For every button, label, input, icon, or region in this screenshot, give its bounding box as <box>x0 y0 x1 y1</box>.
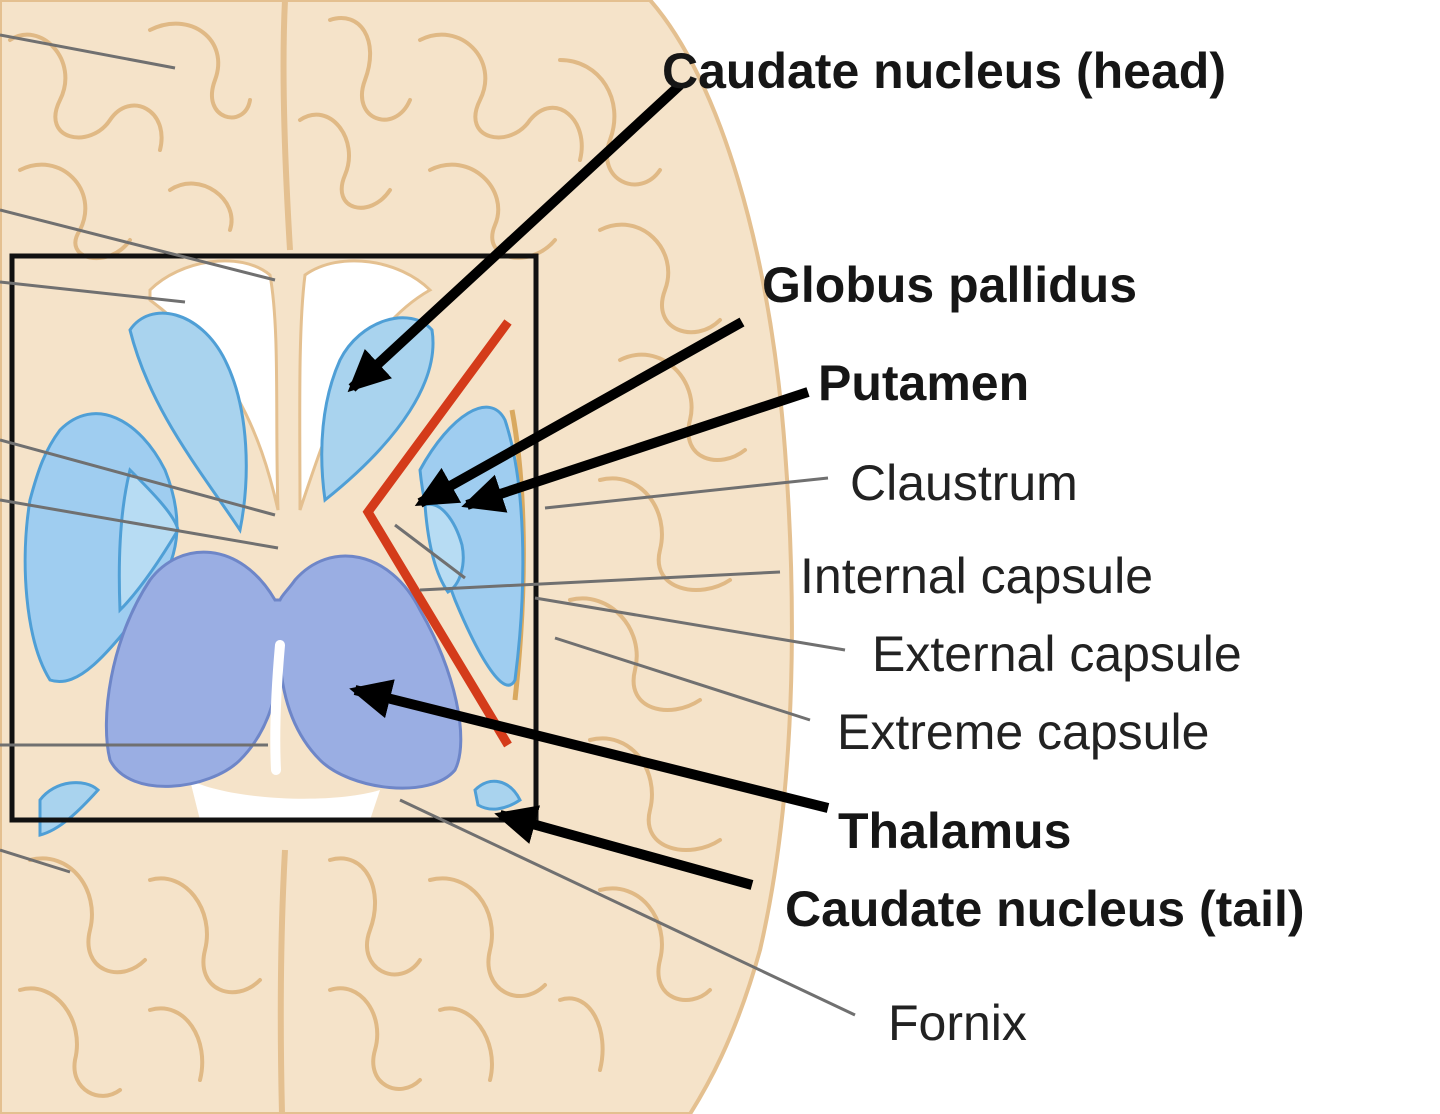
left-leader-lines <box>0 33 279 874</box>
right-leader-lines <box>394 476 856 1017</box>
arrow-thalamus <box>349 679 830 813</box>
pointer-arrows <box>347 81 830 890</box>
arrow-putamen <box>461 387 810 513</box>
right-caudate-tail-shape <box>473 779 522 811</box>
label-thalamus: Thalamus <box>838 803 1071 859</box>
arrow-globus-pallidus <box>414 317 745 508</box>
left-globus-pallidus <box>117 467 180 614</box>
arrow-caudate-tail <box>494 805 754 890</box>
left-basal-ganglia <box>23 311 248 683</box>
label-claustrum: Claustrum <box>850 455 1078 511</box>
thalamus-shape <box>104 550 463 790</box>
label-caudate-head: Caudate nucleus (head) <box>662 43 1226 99</box>
third-ventricle <box>270 640 285 775</box>
internal-capsule-marker <box>362 319 512 748</box>
label-caudate-tail: Caudate nucleus (tail) <box>785 881 1305 937</box>
label-putamen: Putamen <box>818 355 1029 411</box>
label-external-capsule: External capsule <box>872 626 1242 682</box>
label-internal-capsule: Internal capsule <box>800 548 1153 604</box>
left-caudate-head <box>128 311 248 534</box>
arrow-caudate-head <box>347 81 684 393</box>
label-globus-pallidus: Globus pallidus <box>762 257 1137 313</box>
label-fornix: Fornix <box>888 995 1027 1051</box>
focus-box <box>9 253 539 823</box>
structure-labels: Caudate nucleus (head) Globus pallidus P… <box>662 43 1305 1051</box>
label-extreme-capsule: Extreme capsule <box>837 704 1209 760</box>
